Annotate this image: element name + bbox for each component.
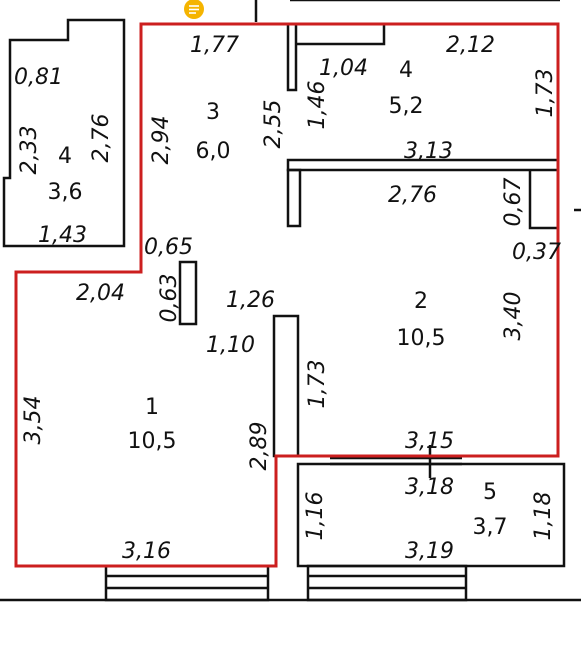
window-room-5-bottom — [306, 564, 468, 602]
room-5-area: 3,7 — [473, 515, 508, 540]
dimension-label: 0,67 — [501, 178, 526, 227]
dimension-label: 1,73 — [305, 360, 330, 409]
room-4-number: 4 — [58, 144, 72, 169]
wall-room4-inner — [296, 24, 386, 46]
wall-room1-stub — [178, 260, 198, 326]
dimension-label: 0,37 — [512, 240, 561, 265]
dimension-label: 2,94 — [149, 116, 174, 165]
dimension-label: 0,65 — [144, 235, 193, 260]
dimension-label: 3,19 — [405, 539, 454, 564]
dimension-label: 3,40 — [501, 292, 526, 341]
dimension-label: 3,16 — [122, 539, 171, 564]
dimension-label: 1,46 — [305, 81, 330, 130]
room-2-area: 10,5 — [397, 326, 446, 351]
window-room-1 — [104, 564, 270, 602]
wall-room3-room4 — [286, 22, 298, 92]
dimension-label: 2,33 — [17, 126, 42, 175]
dimension-label: 1,16 — [303, 492, 328, 541]
dimension-label: 2,04 — [76, 281, 125, 306]
dimension-label: 1,73 — [533, 69, 558, 118]
room-4-area: 3,6 — [48, 180, 83, 205]
wall-right-notch — [528, 170, 558, 230]
room-1-number: 1 — [145, 395, 159, 420]
room-4-area: 5,2 — [389, 94, 424, 119]
wall-room2-divider — [272, 314, 300, 458]
dimension-label: 3,18 — [405, 475, 454, 500]
dimension-label: 0,81 — [14, 65, 63, 90]
apartment-outline — [14, 22, 560, 568]
room-1-area: 10,5 — [128, 429, 177, 454]
dimension-label: 1,26 — [226, 288, 275, 313]
dimension-label: 1,10 — [206, 333, 255, 358]
dimension-label: 1,04 — [319, 56, 368, 81]
menu-lines-icon — [189, 5, 199, 14]
dimension-label: 3,15 — [405, 429, 454, 454]
room-4-number: 4 — [399, 58, 413, 83]
dimension-label: 2,55 — [261, 100, 286, 149]
room-2-number: 2 — [414, 289, 428, 314]
dimension-label: 3,13 — [404, 139, 453, 164]
dimension-label: 1,77 — [190, 33, 239, 58]
room-5-number: 5 — [483, 480, 497, 505]
dimension-label: 2,89 — [247, 422, 272, 471]
wall-corridor-stub — [286, 168, 302, 228]
room-3-area: 6,0 — [196, 139, 231, 164]
dimension-label: 1,18 — [531, 492, 556, 541]
dimension-label: 2,76 — [388, 183, 437, 208]
dimension-label: 2,12 — [446, 33, 495, 58]
room-3-number: 3 — [206, 100, 220, 125]
wall-room-4-left — [2, 18, 126, 248]
dimension-label: 1,43 — [38, 223, 87, 248]
dimension-label: 0,63 — [157, 274, 182, 323]
dimension-label: 3,54 — [21, 396, 46, 445]
dimension-label: 2,76 — [89, 114, 114, 163]
